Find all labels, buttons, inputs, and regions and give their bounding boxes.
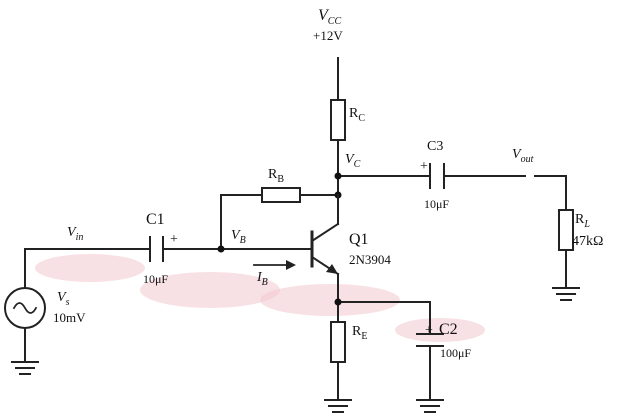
ground-vs-icon [11, 361, 39, 375]
vin-label: Vin [67, 225, 83, 243]
vb-node-dot [217, 245, 225, 253]
rc-resistor [330, 99, 346, 141]
c1-capacitor [149, 236, 164, 262]
c2-label: C2 [439, 321, 458, 338]
c1-polarity: + [170, 232, 178, 247]
vcc-value: +12V [313, 28, 343, 43]
q1-part: 2N3904 [349, 252, 391, 267]
vc-label: VC [345, 152, 361, 170]
rc-label: RC [349, 106, 365, 124]
ib-arrow-icon [253, 260, 296, 270]
c2-capacitor [416, 333, 444, 347]
emitter-arrow-icon [326, 264, 338, 274]
wiring [24, 57, 567, 401]
ground-c2-icon [416, 399, 444, 413]
q1-transistor [310, 194, 340, 281]
vb-label: VB [231, 228, 246, 246]
q1-label: Q1 [349, 231, 369, 248]
rb-label: RB [268, 167, 284, 185]
ground-re-icon [324, 399, 352, 413]
c3-value: 10μF [424, 197, 449, 211]
vs-value: 10mV [53, 310, 86, 325]
re-label: RE [352, 324, 367, 342]
junctions [217, 172, 342, 306]
c2-value: 100μF [440, 346, 471, 360]
c1-label: C1 [146, 211, 165, 228]
vout-label: Vout [512, 147, 534, 165]
vs-source [4, 287, 46, 329]
rb-resistor [261, 187, 301, 203]
c2-polarity: + [425, 323, 433, 338]
rl-resistor [558, 209, 574, 251]
watermark [35, 254, 485, 342]
ground-rl-icon [552, 287, 580, 301]
vc-node-dot [334, 172, 342, 180]
c3-label: C3 [427, 139, 443, 154]
re-resistor [330, 321, 346, 363]
emitter-node-dot [334, 298, 342, 306]
c3-capacitor [429, 163, 445, 189]
rl-label: RL [575, 212, 590, 230]
vcc-label: VCC [318, 7, 341, 27]
c3-polarity: + [420, 159, 428, 174]
ib-label: IB [256, 270, 268, 288]
vs-label: Vs [57, 290, 70, 308]
c1-value: 10μF [143, 272, 168, 286]
rl-value: 47kΩ [572, 234, 603, 249]
